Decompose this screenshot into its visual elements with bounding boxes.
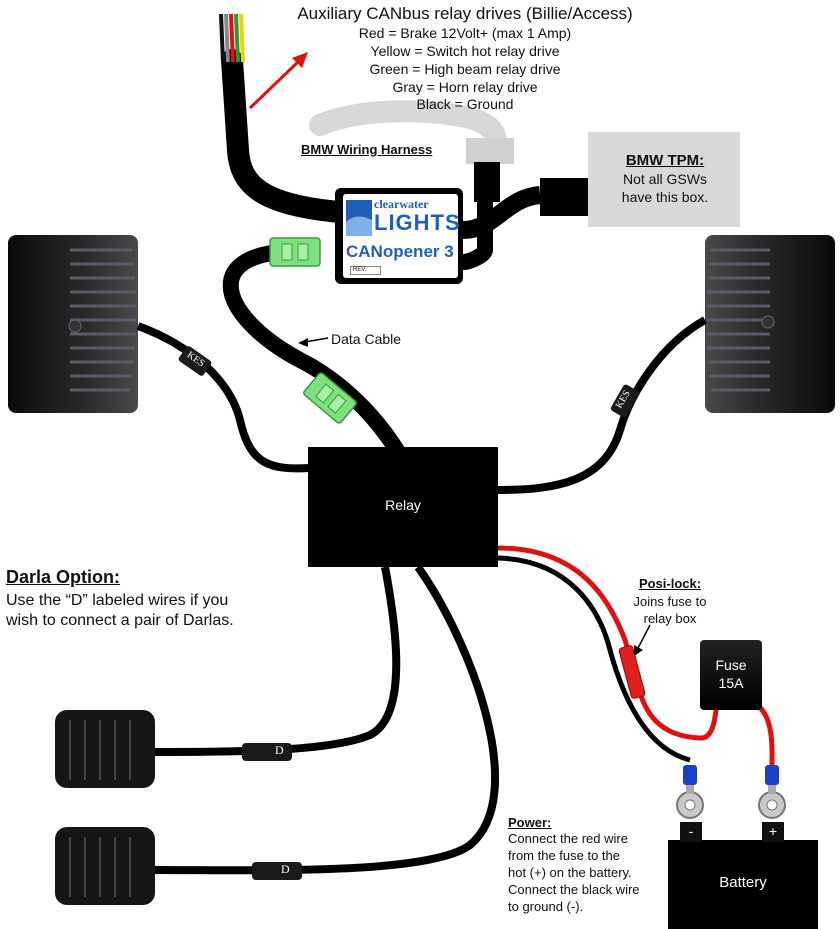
fuse-line2: 15A: [718, 675, 744, 691]
tpm-box: [588, 132, 740, 227]
posilock-line2: relay box: [643, 611, 697, 626]
battery-pos-post: [762, 822, 784, 842]
harness-drop-cable: [462, 180, 493, 270]
canopener-rev: REV.: [350, 266, 382, 275]
posilock-pointer: [636, 624, 651, 651]
wire-green: [234, 13, 240, 63]
wire-gray: [224, 13, 230, 63]
green-connector-mid: [303, 372, 357, 424]
darla-cable-top: [154, 566, 401, 756]
harness-black-connector: [474, 162, 500, 202]
power-title: Power:: [508, 815, 552, 830]
relay-label: Relay: [385, 497, 421, 513]
darla-title: Darla Option:: [6, 567, 121, 587]
darla-d-label-top: D: [275, 743, 284, 757]
aux-line-green: Green = High beam relay drive: [369, 61, 561, 77]
fuse-holder: [700, 640, 762, 710]
power-line5: to ground (-).: [508, 899, 584, 914]
posilock-connector: [618, 645, 646, 699]
tpm-line2: have this box.: [621, 189, 709, 205]
aux-arrow-head: [292, 52, 308, 68]
right-lamp-fins: [707, 248, 770, 392]
data-cable-pointer: [304, 337, 329, 343]
bmw-harness-cable: [309, 100, 507, 161]
left-kes-connector: [178, 346, 212, 376]
tpm-black-connector: [540, 178, 588, 216]
wire-yellow: [239, 13, 245, 63]
posilock-title: Posi-lock:: [638, 576, 702, 591]
aux-title: Auxiliary CANbus relay drives (Billie/Ac…: [297, 4, 633, 23]
darla-d-label-bottom: D: [281, 862, 290, 876]
power-black-wire: [497, 555, 691, 763]
posilock-line1: Joins fuse to: [633, 594, 707, 609]
power-line3: hot (+) on the battery.: [508, 865, 632, 880]
aux-line-gray: Gray = Horn relay drive: [392, 79, 538, 95]
data-cable: [222, 244, 405, 457]
darla-connector-top: [242, 743, 292, 761]
wire-red: [229, 13, 235, 63]
neg-blue-sleeve: [683, 765, 697, 785]
aux-line-red: Red = Brake 12Volt+ (max 1 Amp): [358, 25, 572, 41]
power-line1: Connect the red wire: [508, 831, 628, 846]
power-line4: Connect the black wire: [508, 882, 640, 897]
fuse-line1: Fuse: [715, 657, 747, 673]
harness-label: BMW Wiring Harness: [301, 142, 433, 157]
bmw-harness-connector: [466, 138, 514, 164]
battery-label: Battery: [719, 874, 767, 891]
power-line2: from the fuse to the: [508, 848, 621, 863]
right-lamp-cable: [497, 316, 707, 494]
battery-neg-label: -: [688, 823, 694, 839]
darla-line2: wish to connect a pair of Darlas.: [6, 612, 234, 629]
darla-connector-bottom: [252, 862, 302, 880]
darla-line1: Use the “D” labeled wires if you: [6, 592, 229, 609]
left-lamp-cable: [136, 322, 311, 473]
wire-black: [219, 13, 225, 63]
battery-neg-post: [680, 822, 702, 842]
tpm-title: BMW TPM:: [625, 152, 705, 169]
canopener-brand-small: clearwater: [374, 197, 429, 211]
tpm-line1: Not all GSWs: [622, 171, 707, 187]
canopener-brand-big: LIGHTS: [374, 210, 461, 235]
tpm-cable: [462, 186, 542, 239]
aux-arrow-line: [248, 58, 302, 110]
battery-pos-label: +: [768, 823, 778, 839]
canopener-product: CANopener 3: [346, 242, 454, 261]
relay-box: [308, 447, 498, 567]
left-lamp-fins: [70, 248, 136, 392]
aux-line-yellow: Yellow = Switch hot relay drive: [370, 43, 560, 59]
fuse-red-to-battery: [744, 697, 775, 771]
green-connector-top: [269, 237, 321, 267]
pos-blue-sleeve: [765, 765, 779, 785]
data-cable-label: Data Cable: [331, 331, 402, 347]
aux-line-black: Black = Ground: [416, 96, 514, 112]
battery-body: [668, 840, 818, 929]
aux-wire-sleeve: [221, 49, 351, 223]
right-kes-connector: [610, 384, 640, 418]
